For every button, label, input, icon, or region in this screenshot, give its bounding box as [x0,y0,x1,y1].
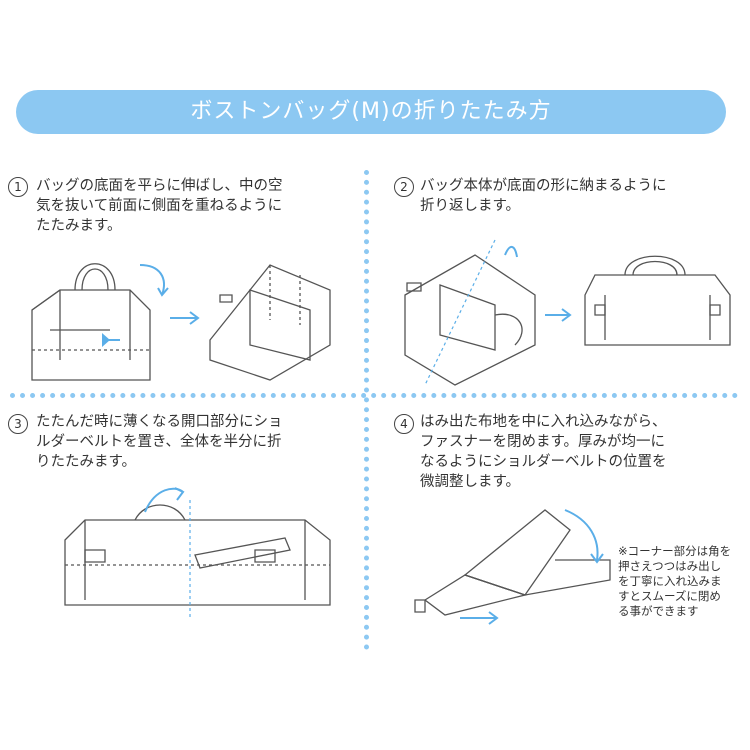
corner-note: ※コーナー部分は角を 押さえつつはみ出し を丁寧に入れ込みま すとスムーズに閉め… [618,544,732,618]
step-3-illustration [64,487,331,620]
step-4-number: 4 [394,414,414,434]
fold-line [424,239,496,386]
step-1-text: バッグの底面を平らに伸ばし、中の空 気を抜いて前面に側面を重ねるように たたみま… [36,178,283,234]
bag-handle [74,263,116,291]
flat-bag-shape [404,254,536,386]
folded-lid [463,509,571,596]
result-handle [624,255,686,276]
step-4-illustration [414,509,611,625]
fold-arrow [144,487,184,513]
open-bag-body [31,289,151,381]
curve-arrow [139,264,165,296]
step-3-text: たたんだ時に薄くなる開口部分にショ ルダーベルトを置き、全体を半分に折 りたたみ… [36,414,283,470]
step-4-text: はみ出た布地を中に入れ込みながら、 ファスナーを閉めます。厚みが均一に なるよう… [420,414,667,490]
title-banner: ボストンバッグ(M)の折りたたみ方 [16,90,726,134]
result-bag-shape [584,274,731,346]
step-2-illustration [404,239,731,386]
step-1-illustration [31,263,331,381]
horizontal-divider [10,393,738,398]
vertical-divider [364,170,369,650]
fold-arrow [504,246,518,258]
shoulder-belt [194,537,291,569]
folded-bag-shape [209,264,331,381]
close-arrow [564,509,599,561]
step-1-number: 1 [8,177,28,197]
step-3-number: 3 [8,414,28,434]
zipper-pull [414,599,426,613]
step-2-number: 2 [394,177,414,197]
step-2-text: バッグ本体が底面の形に納まるように 折り返します。 [420,178,667,214]
